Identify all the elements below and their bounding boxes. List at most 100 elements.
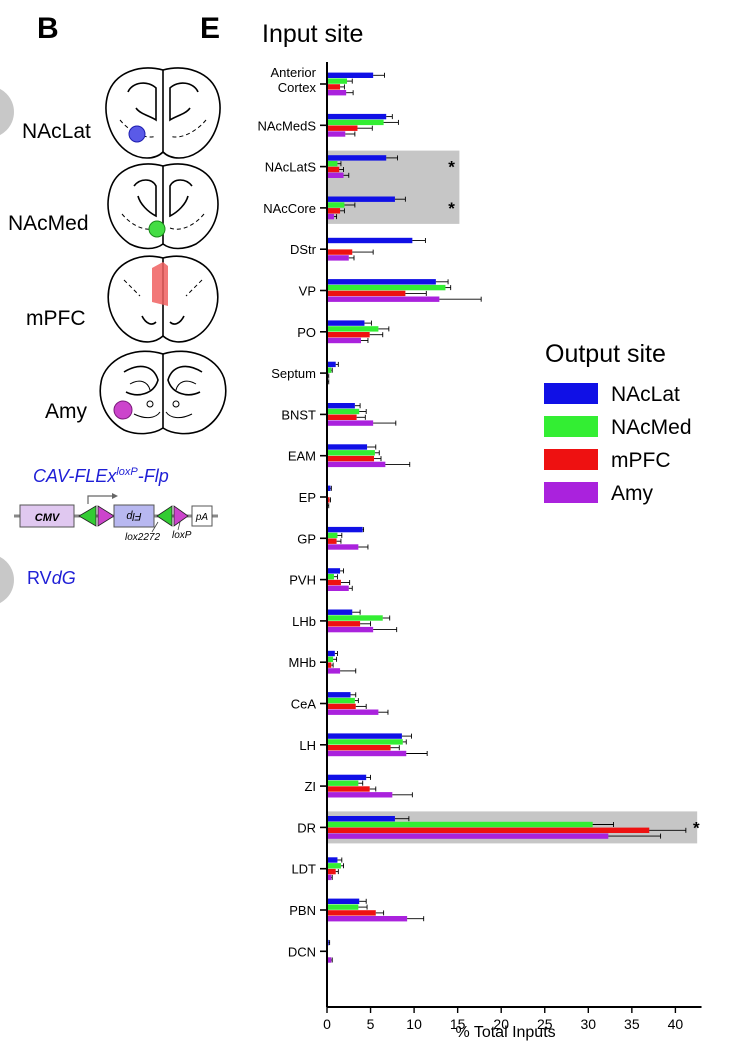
bar: [327, 574, 334, 580]
bar: [327, 119, 384, 126]
bar: [327, 568, 341, 574]
legend-title: Output site: [545, 340, 666, 368]
construct-suffix: -Flp: [137, 466, 169, 486]
bar: [327, 166, 340, 173]
bar: [327, 898, 360, 904]
bar: [327, 692, 351, 698]
bar: [327, 90, 347, 96]
x-tick-label: 5: [367, 1016, 375, 1032]
bar: [327, 125, 358, 131]
bar: [327, 863, 341, 869]
bar: [327, 78, 348, 84]
bar: [327, 585, 349, 591]
bar: [327, 255, 349, 261]
rv-label: RVdG: [27, 568, 76, 589]
brain-section-amy: [99, 350, 227, 435]
bar: [327, 786, 370, 792]
bar: [327, 367, 332, 373]
bar: [327, 249, 353, 255]
y-tick-label: DR: [297, 820, 316, 835]
region-label-nac-med: NAcMed: [8, 212, 89, 235]
bar: [327, 526, 363, 533]
injection-site-amy: [113, 400, 133, 420]
bar: [327, 579, 341, 586]
bar: [327, 916, 408, 922]
construct-prefix: CAV-FLEx: [33, 466, 117, 486]
panel-letter-e: E: [200, 12, 221, 45]
y-tick-label: NAcMedS: [257, 118, 316, 133]
x-tick-label: 30: [581, 1016, 597, 1032]
bar: [327, 821, 593, 828]
x-axis-label: % Total Inputs: [455, 1024, 555, 1041]
bar: [327, 656, 334, 662]
bar: [327, 532, 338, 539]
y-tick-label: CeA: [291, 697, 317, 712]
y-tick-label: DCN: [288, 944, 316, 959]
highlight-box: [327, 150, 460, 224]
bar: [327, 279, 436, 285]
y-tick-label: LHb: [292, 614, 316, 629]
legend-label: NAcLat: [611, 383, 680, 406]
bar: [327, 780, 359, 786]
bar: [327, 733, 402, 739]
gene-label: Flp: [126, 510, 141, 522]
legend-swatch: [544, 416, 598, 437]
bar: [327, 296, 440, 302]
y-tick-label: PVH: [289, 573, 316, 588]
bar: [327, 615, 383, 621]
bar: [327, 792, 393, 798]
bar: [327, 444, 368, 450]
bar: [327, 538, 337, 544]
bar: [327, 213, 334, 220]
bar: [327, 650, 335, 657]
bar: [327, 750, 407, 757]
promoter-label: CMV: [35, 512, 61, 524]
bar: [327, 450, 375, 456]
x-tick-label: 10: [406, 1016, 422, 1032]
bar: [327, 609, 353, 615]
bar: [327, 113, 387, 120]
x-tick-label: 25: [537, 1016, 553, 1032]
bar: [327, 202, 345, 208]
x-tick-label: 35: [624, 1016, 640, 1032]
bar: [327, 155, 387, 161]
bar: [327, 485, 331, 491]
bar: [327, 497, 330, 503]
injection-site-nac-med: [148, 220, 166, 238]
legend-label: mPFC: [611, 449, 671, 472]
panel-letter-b: B: [37, 12, 59, 45]
x-tick-label: 40: [668, 1016, 684, 1032]
bar: [327, 703, 356, 710]
loxp-label: loxP: [172, 530, 192, 541]
bar: [327, 739, 403, 745]
bar: [327, 320, 365, 326]
legend-swatch: [544, 383, 598, 404]
region-label-nac-lat: NAcLat: [22, 120, 91, 143]
bar: [327, 326, 379, 332]
edge-circle: [0, 88, 14, 136]
bar: [327, 420, 374, 426]
y-tick-label: DStr: [290, 242, 317, 257]
y-tick-label: PO: [297, 325, 316, 340]
legend-label: Amy: [611, 482, 654, 505]
bar: [327, 161, 338, 167]
brain-section-nac-lat: [105, 67, 221, 159]
bar: [327, 662, 332, 668]
bar: [327, 284, 446, 291]
y-tick-label: BNST: [281, 407, 316, 422]
bar: [327, 709, 379, 715]
y-tick-label: Septum: [271, 366, 316, 381]
edge-circle: [0, 556, 14, 604]
injection-site-nac-lat: [128, 125, 146, 143]
bar: [327, 208, 341, 214]
y-tick-label: PBN: [289, 903, 316, 918]
bar: [327, 827, 650, 833]
bar: [327, 626, 374, 633]
bar: [327, 237, 413, 244]
bar: [327, 337, 361, 344]
bar: [327, 816, 395, 822]
significance-star: *: [448, 158, 455, 177]
bar: [327, 72, 374, 78]
bar: [327, 774, 367, 781]
